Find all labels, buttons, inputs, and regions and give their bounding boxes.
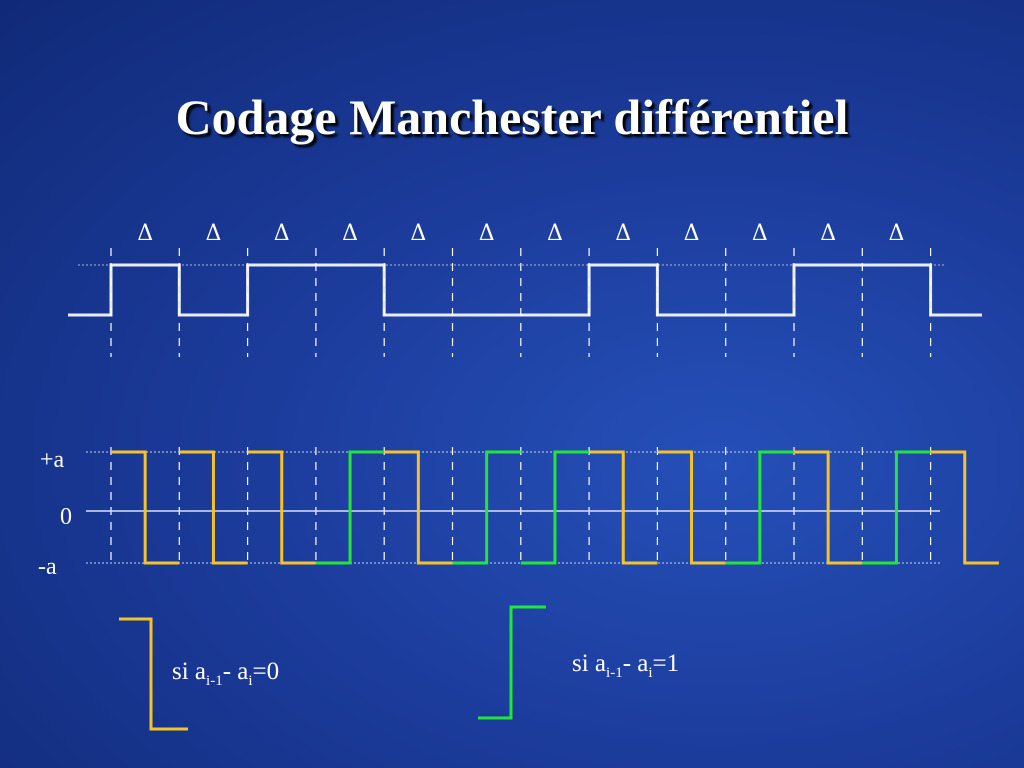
legend-left-suffix: =0 — [252, 658, 280, 685]
manchester-bit-segment — [179, 450, 248, 565]
delta-symbol: Δ — [137, 221, 153, 246]
legend-shapes — [119, 605, 546, 731]
level-label-plus-a: +a — [40, 447, 65, 473]
delta-symbol: Δ — [274, 221, 290, 246]
legend-left-sub1: i-1 — [206, 673, 223, 689]
legend-shape-yellow — [119, 617, 188, 731]
delta-symbol: Δ — [410, 221, 426, 246]
delta-symbol: Δ — [684, 221, 700, 246]
legend-right-middle: - a — [622, 650, 649, 677]
delta-symbol: Δ — [547, 221, 563, 246]
delta-symbol: Δ — [342, 221, 358, 246]
legend-right-prefix: si a — [572, 650, 607, 677]
delta-symbol: Δ — [820, 221, 836, 246]
bit-boundary-lines — [110, 248, 932, 566]
binary-waveform — [68, 263, 982, 317]
level-label-zero: 0 — [60, 504, 72, 530]
manchester-bit-segment — [315, 450, 385, 565]
delta-symbol: Δ — [206, 221, 222, 246]
manchester-bit-segment — [247, 450, 316, 565]
manchester-bit-segment — [862, 450, 931, 565]
level-axes — [86, 451, 940, 564]
manchester-bit-segment — [452, 450, 521, 565]
slide-title: Codage Manchester différentiel — [175, 89, 849, 145]
delta-symbol: Δ — [752, 221, 768, 246]
legend-left-middle: - a — [222, 658, 249, 685]
legend-rule-different: si ai-1- ai=1 — [572, 650, 679, 682]
legend-left-sub2: i — [248, 673, 253, 689]
manchester-bit-segment — [657, 450, 726, 565]
delta-symbol: Δ — [889, 221, 905, 246]
binary-signal — [68, 263, 982, 317]
delta-symbol: Δ — [615, 221, 631, 246]
manchester-bit-segment — [794, 450, 863, 565]
manchester-bit-segment — [725, 450, 794, 565]
manchester-bit-segment — [930, 450, 999, 565]
legend-right-sub2: i — [648, 665, 653, 681]
legend-rule-equal: si ai-1- ai=0 — [172, 658, 279, 690]
manchester-bit-segment — [384, 450, 453, 565]
manchester-bit-segment — [589, 450, 658, 565]
legend-shape-green — [478, 605, 546, 720]
manchester-bit-segment — [520, 450, 590, 565]
manchester-signal — [111, 450, 999, 565]
manchester-bit-segment — [111, 450, 180, 565]
legend-right-suffix: =1 — [652, 650, 680, 677]
delta-symbol: Δ — [479, 221, 495, 246]
legend-left-prefix: si a — [172, 658, 207, 685]
level-label-minus-a: -a — [38, 554, 57, 580]
legend-right-sub1: i-1 — [606, 665, 623, 681]
